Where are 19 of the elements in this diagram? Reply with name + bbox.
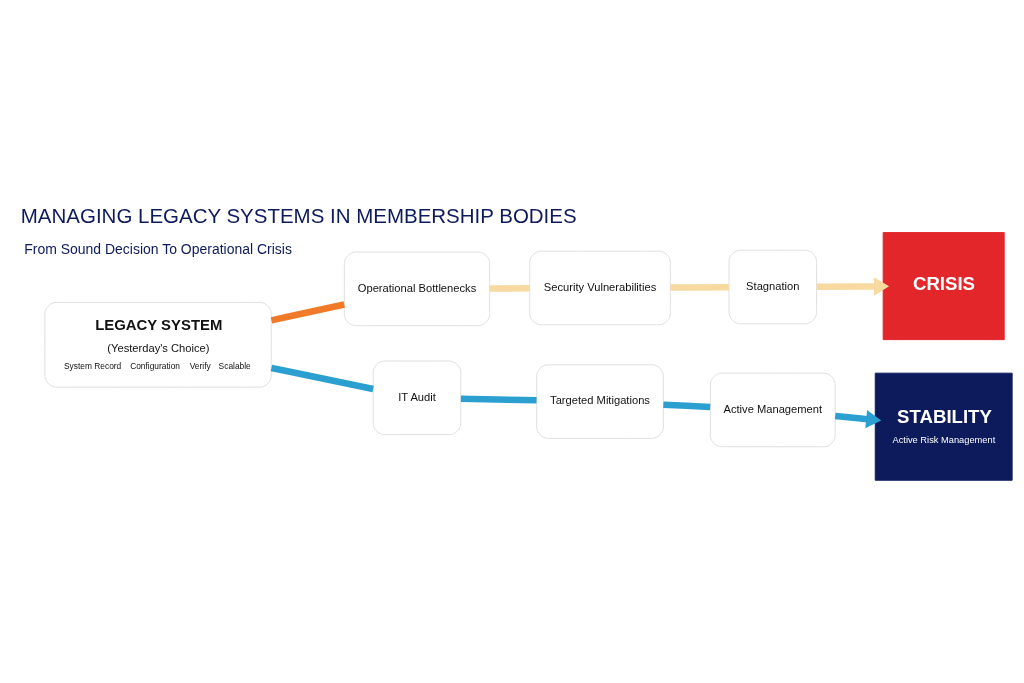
- connector: [270, 364, 374, 393]
- node-box: CRISIS: [882, 232, 1005, 341]
- node-box: STABILITY Active Risk Management: [874, 372, 1013, 481]
- node-box: IT Audit: [372, 360, 462, 436]
- connector: [663, 401, 711, 411]
- label: From Sound Decision To Operational Crisis: [24, 240, 292, 257]
- connector: [270, 301, 345, 324]
- connector: [670, 284, 729, 291]
- node-box: Stagnation: [728, 249, 818, 325]
- connector: [489, 285, 530, 292]
- node-box: Security Vulnerabilities: [529, 250, 671, 326]
- node-box: Active Management: [709, 372, 836, 448]
- node-box: LEGACY SYSTEM (Yesterday's Choice) System Record Configuration Verify Scalable: [44, 301, 272, 388]
- connector: [460, 395, 537, 404]
- arrow: [834, 409, 882, 429]
- diagram-title: MANAGING LEGACY SYSTEMS IN MEMBERSHIP BODIES: [20, 203, 577, 227]
- node-box: Operational Bottlenecks: [343, 251, 491, 327]
- node-box: Targeted Mitigations: [536, 364, 664, 439]
- arrow: [816, 277, 890, 296]
